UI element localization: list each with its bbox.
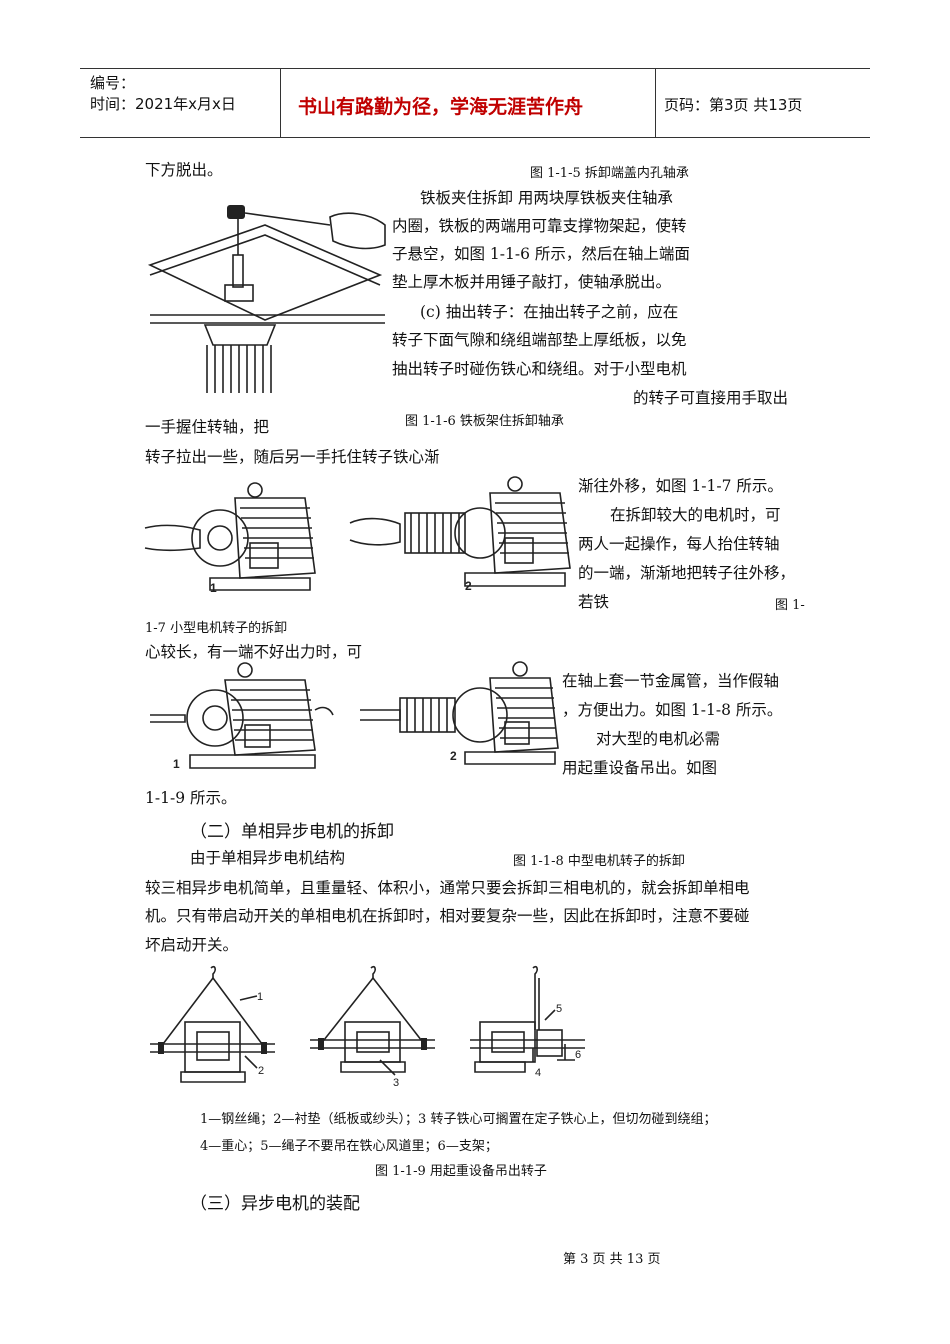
section-heading: （二）单相异步电机的拆卸 [190, 822, 394, 842]
figure-label: 1 [173, 757, 180, 771]
header-divider [655, 69, 656, 137]
body-line: 由于单相异步电机结构 [190, 849, 346, 867]
body-line: 渐往外移，如图 1-1-7 所示。 [578, 477, 783, 495]
figure-caption: 图 1-1-5 拆卸端盖内孔轴承 [530, 166, 689, 181]
figure-caption: 图 1- [775, 598, 805, 613]
figure-iron-plate-bearing-removal [147, 205, 386, 393]
body-line: 铁板夹住拆卸 用两块厚铁板夹住轴承 [420, 189, 673, 207]
body-line: 两人一起操作，每人抬住转轴 [578, 535, 780, 553]
body-line: 1-1-9 所示。 [145, 789, 237, 807]
figure-crane-lift-step1: 1 2 [150, 965, 275, 1083]
doc-number-label: 编号： [90, 74, 136, 92]
body-line: 机。只有带启动开关的单相电机在拆卸时，相对要复杂一些，因此在拆卸时，注意不要碰 [145, 907, 750, 925]
figure-label: 5 [556, 1003, 562, 1015]
body-line: 若铁 [578, 593, 610, 611]
body-line: ，方便出力。如图 1-1-8 所示。 [562, 701, 783, 719]
figure-small-motor-rotor-step2: 2 [349, 476, 571, 593]
body-line: 子悬空，如图 1-1-6 所示，然后在轴上端面 [392, 245, 690, 263]
doc-time-label: 时间：2021年x月x日 [90, 95, 236, 113]
figure-crane-lift-step3: 5 4 6 [470, 965, 585, 1079]
figure-label: 3 [393, 1077, 399, 1089]
body-line: 抽出转子时碰伤铁心和绕组。对于小型电机 [392, 360, 687, 378]
figure-label: 1 [257, 991, 263, 1003]
figure-medium-motor-rotor-step2: 2 [360, 661, 559, 765]
body-line: 在轴上套一节金属管，当作假轴 [562, 672, 780, 690]
body-line: 较三相异步电机简单，且重量轻、体积小，通常只要会拆卸三相电机的，就会拆卸单相电 [145, 879, 750, 897]
body-line: 内圈，铁板的两端用可靠支撑物架起，使转 [392, 217, 687, 235]
page-number-label: 页码：第3页 共13页 [664, 96, 803, 114]
figure-legend: 1—钢丝绳；2—衬垫（纸板或纱头）；3 转子铁心可搁置在定子铁心上，但切勿碰到绕… [200, 1112, 717, 1127]
figure-label: 4 [535, 1067, 541, 1079]
figure-legend: 4—重心；5—绳子不要吊在铁心风道里；6—支架； [200, 1139, 498, 1154]
body-line: 坏启动开关。 [145, 936, 239, 954]
body-line: 转子下面气隙和绕组端部垫上厚纸板，以免 [392, 331, 687, 349]
body-line: (c) 抽出转子：在抽出转子之前，应在 [420, 303, 679, 321]
header-motto: 书山有路勤为径，学海无涯苦作舟 [298, 96, 584, 118]
section-heading: （三）异步电机的装配 [190, 1194, 360, 1214]
figure-caption: 图 1-1-8 中型电机转子的拆卸 [513, 854, 685, 869]
figure-medium-motor-rotor-step1: 1 [150, 662, 334, 771]
body-line: 的一端，渐渐地把转子往外移， [578, 564, 796, 582]
body-line: 的转子可直接用手取出 [633, 389, 789, 407]
figure-caption: 图 1-1-9 用起重设备吊出转子 [375, 1164, 547, 1179]
body-line: 在拆卸较大的电机时，可 [610, 506, 781, 524]
page-footer: 第 3 页 共 13 页 [563, 1252, 661, 1267]
figure-label: 2 [465, 579, 472, 593]
body-line: 心较长，有一端不好出力时，可 [145, 643, 363, 661]
figure-caption: 图 1-1-6 铁板架住拆卸轴承 [405, 414, 564, 429]
body-line: 转子拉出一些，随后另一手托住转子铁心渐 [145, 448, 440, 466]
figure-label: 6 [575, 1049, 581, 1061]
body-line: 一手握住转轴，把 [145, 418, 270, 436]
body-line: 下方脱出。 [145, 161, 223, 179]
body-line: 对大型的电机必需 [596, 730, 721, 748]
header-divider [280, 69, 281, 137]
figure-label: 1 [210, 581, 217, 595]
body-line: 垫上厚木板并用锤子敲打，使轴承脱出。 [392, 273, 672, 291]
body-line: 用起重设备吊出。如图 [562, 759, 718, 777]
figure-label: 2 [258, 1065, 264, 1077]
figure-crane-lift-step2: 3 [310, 965, 435, 1089]
figure-label: 2 [450, 749, 457, 763]
figure-caption: 1-7 小型电机转子的拆卸 [145, 621, 288, 636]
figure-small-motor-rotor-step1: 1 [144, 482, 316, 595]
page-header [80, 68, 870, 138]
